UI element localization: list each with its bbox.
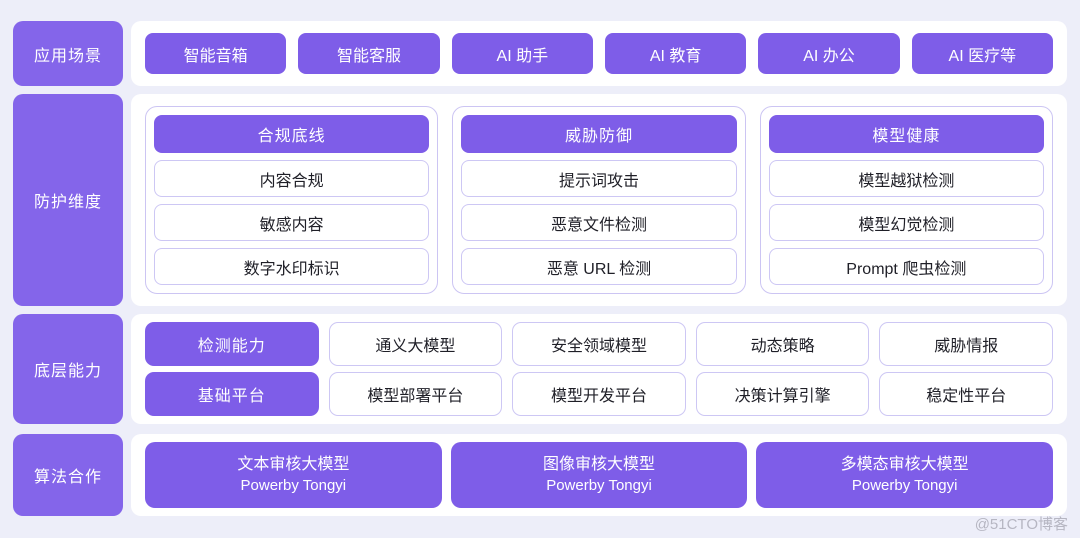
cooperation-card-multimodal: 多模态审核大模型 Powerby Tongyi (756, 442, 1054, 508)
foundation-panel: 检测能力 通义大模型 安全领域模型 动态策略 威胁情报 基础平台 模型部署平台 … (131, 314, 1067, 424)
scenario-chip: 智能客服 (298, 33, 440, 74)
foundation-cell: 模型开发平台 (512, 372, 686, 416)
group-item: Prompt 爬虫检测 (768, 248, 1044, 285)
group-item: 恶意 URL 检测 (461, 248, 737, 285)
cooperation-card-image: 图像审核大模型 Powerby Tongyi (450, 442, 748, 508)
scenario-chip: 智能音箱 (145, 33, 287, 74)
foundation-cell: 模型部署平台 (328, 372, 503, 416)
scenario-chip: AI 办公 (758, 33, 900, 74)
scenario-chip: AI 助手 (451, 33, 593, 74)
scenario-chip: AI 医疗等 (911, 33, 1053, 74)
group-header: 模型健康 (768, 115, 1044, 153)
group-item: 内容合规 (154, 160, 430, 197)
section-label-scenarios: 应用场景 (13, 21, 123, 86)
group-header: 合规底线 (154, 115, 430, 153)
cooperation-card-title: 多模态审核大模型 (840, 455, 969, 473)
cooperation-card-subtitle: Powerby Tongyi (851, 476, 958, 494)
foundation-cell: 稳定性平台 (879, 372, 1053, 416)
section-label-foundation: 底层能力 (13, 314, 123, 424)
foundation-cell: 动态策略 (695, 322, 870, 366)
section-label-protection: 防护维度 (13, 94, 123, 306)
foundation-cell: 威胁情报 (879, 322, 1053, 366)
protection-group-compliance: 合规底线 内容合规 敏感内容 数字水印标识 (145, 106, 439, 294)
foundation-row-header: 基础平台 (145, 372, 319, 416)
protection-panel: 合规底线 内容合规 敏感内容 数字水印标识 威胁防御 提示词攻击 恶意文件检测 … (131, 94, 1067, 306)
cooperation-card-title: 图像审核大模型 (543, 455, 656, 473)
scenario-chip: AI 教育 (604, 33, 747, 74)
group-item: 数字水印标识 (154, 248, 430, 285)
group-item: 模型越狱检测 (768, 160, 1044, 197)
group-item: 模型幻觉检测 (768, 204, 1044, 241)
cooperation-card-subtitle: Powerby Tongyi (546, 476, 652, 494)
protection-group-model-health: 模型健康 模型越狱检测 模型幻觉检测 Prompt 爬虫检测 (759, 106, 1053, 294)
protection-group-threat-defense: 威胁防御 提示词攻击 恶意文件检测 恶意 URL 检测 (452, 106, 746, 294)
scenarios-panel: 智能音箱 智能客服 AI 助手 AI 教育 AI 办公 AI 医疗等 (131, 21, 1067, 86)
watermark: @51CTO博客 (974, 516, 1068, 533)
foundation-cell: 通义大模型 (328, 322, 503, 366)
cooperation-card-title: 文本审核大模型 (237, 455, 350, 473)
section-label-cooperation: 算法合作 (13, 434, 123, 516)
group-header: 威胁防御 (461, 115, 737, 153)
cooperation-card-subtitle: Powerby Tongyi (240, 476, 347, 494)
foundation-cell: 决策计算引擎 (695, 372, 870, 416)
group-item: 敏感内容 (154, 204, 430, 241)
cooperation-panel: 文本审核大模型 Powerby Tongyi 图像审核大模型 Powerby T… (131, 434, 1067, 516)
group-item: 恶意文件检测 (461, 204, 737, 241)
cooperation-card-text: 文本审核大模型 Powerby Tongyi (145, 442, 442, 508)
foundation-cell: 安全领域模型 (512, 322, 686, 366)
foundation-row-header: 检测能力 (145, 322, 319, 366)
group-item: 提示词攻击 (461, 160, 737, 197)
